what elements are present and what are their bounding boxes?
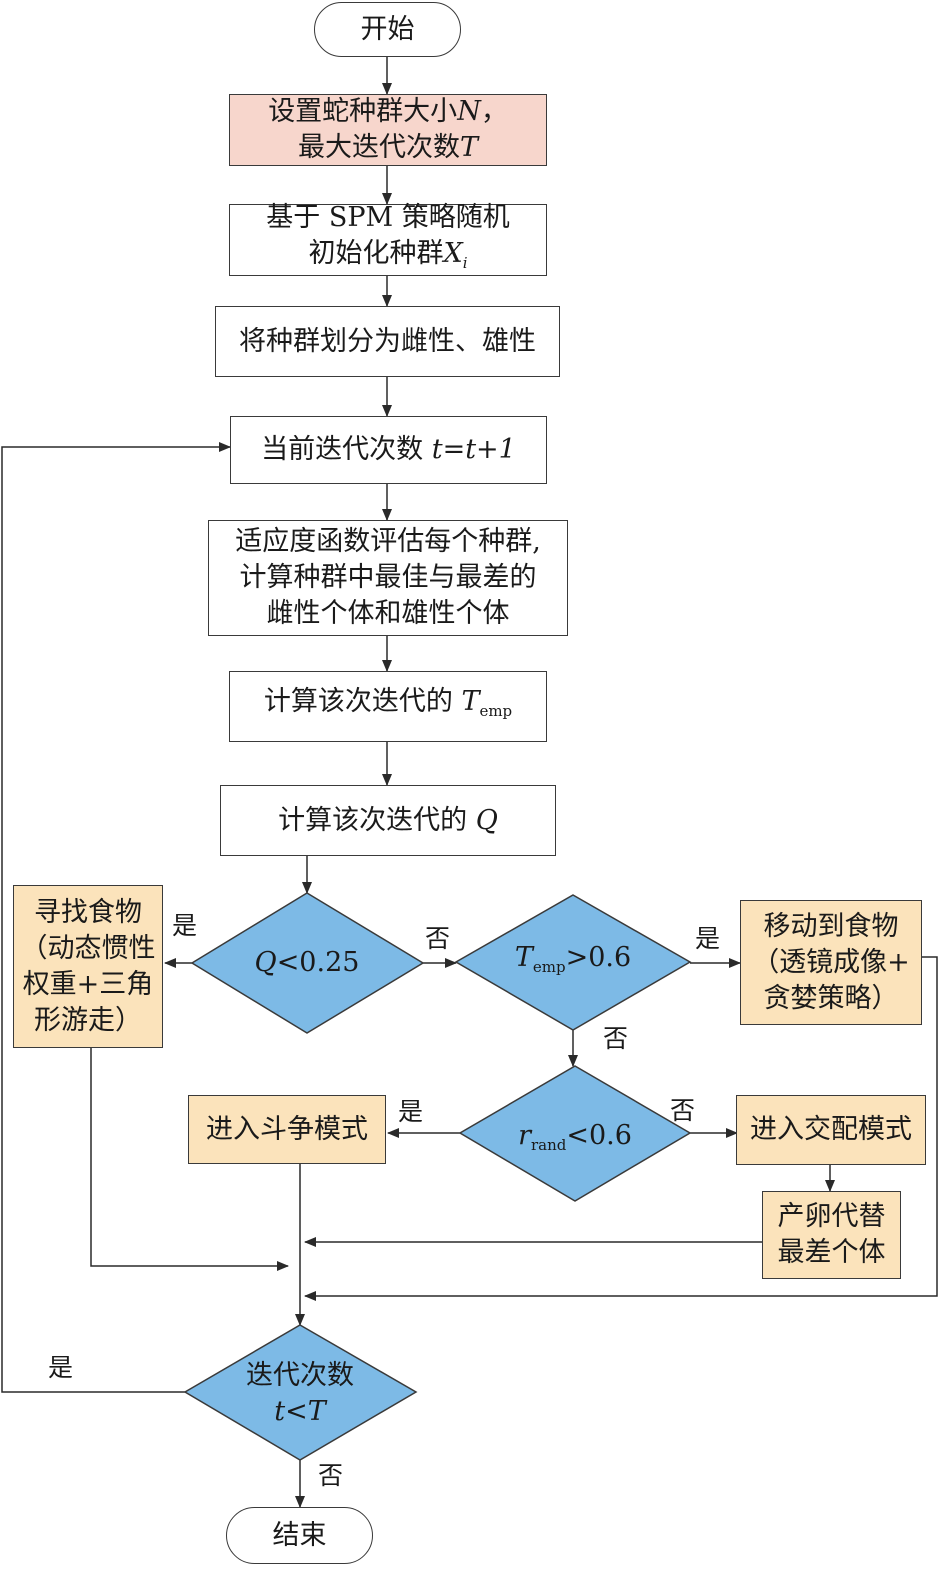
q-cond: <0.25 <box>276 947 360 978</box>
edge-food-merge <box>90 1048 289 1271</box>
move-to-food-node: 移动到食物 （透镜成像+ 贪婪策略） <box>740 900 922 1025</box>
mate-label: 进入交配模式 <box>750 1114 912 1145</box>
move-line2: （透镜成像+ <box>752 946 910 978</box>
iter-decision-cond: t<T <box>274 1396 326 1427</box>
setup-var-n: N <box>457 96 481 127</box>
egg-line1: 产卵代替 <box>777 1201 886 1232</box>
edge-move-merge <box>304 956 938 1301</box>
t-cond-var: T <box>514 941 533 973</box>
setup-comma: ， <box>480 96 508 127</box>
label-iter-no: 否 <box>318 1461 344 1490</box>
find-food-node: 寻找食物 （动态惯性 权重+三角 形游走） <box>13 885 163 1048</box>
start-node: 开始 <box>314 2 461 57</box>
label-iter-yes: 是 <box>48 1353 74 1382</box>
r-cond: <0.6 <box>566 1119 632 1151</box>
edge-loop-back <box>1 442 231 1393</box>
move-line3: 贪婪策略） <box>763 982 899 1014</box>
init-sub: i <box>462 253 468 272</box>
food-line1: 寻找食物 <box>34 896 142 928</box>
eval-line1: 适应度函数评估每个种群, <box>235 526 541 557</box>
iter-formula: t=t+1 <box>431 434 516 465</box>
fight-mode-node: 进入斗争模式 <box>188 1095 386 1164</box>
decision-iter-shape <box>183 1324 418 1461</box>
start-label: 开始 <box>360 13 415 45</box>
egg-replace-node: 产卵代替 最差个体 <box>762 1191 901 1279</box>
divide-label: 将种群划分为雌性、雄性 <box>239 325 536 357</box>
egg-line2: 最差个体 <box>777 1237 886 1268</box>
eval-line2: 计算种群中最佳与最差的 <box>239 562 537 593</box>
evaluate-node: 适应度函数评估每个种群, 计算种群中最佳与最差的 雌性个体和雄性个体 <box>208 520 568 636</box>
setup-node: 设置蛇种群大小N， 最大迭代次数T <box>229 94 547 166</box>
eval-line3: 雌性个体和雄性个体 <box>266 598 510 629</box>
decision-temp-label: Temp>0.6 <box>488 942 658 982</box>
label-t-no: 否 <box>603 1024 629 1053</box>
move-line1: 移动到食物 <box>763 910 899 942</box>
end-node: 结束 <box>226 1507 373 1564</box>
fight-label: 进入斗争模式 <box>206 1113 368 1145</box>
iter-decision-line1: 迭代次数 <box>246 1360 354 1391</box>
iter-text: 当前迭代次数 <box>261 434 424 465</box>
decision-r-label: rrand<0.6 <box>490 1120 660 1160</box>
t-cond: >0.6 <box>565 941 632 973</box>
label-r-yes: 是 <box>398 1097 424 1126</box>
food-line4: 形游走） <box>34 1004 142 1036</box>
decision-q-label: Q<0.25 <box>222 943 392 983</box>
setup-line1: 设置蛇种群大小 <box>268 96 458 127</box>
q-text: 计算该次迭代的 <box>278 804 468 836</box>
temp-text: 计算该次迭代的 <box>263 686 453 717</box>
label-q-no: 否 <box>425 924 451 953</box>
q-node: 计算该次迭代的 Q <box>220 785 556 856</box>
r-cond-sub: rand <box>530 1135 567 1154</box>
q-var: Q <box>475 804 498 836</box>
mate-mode-node: 进入交配模式 <box>736 1095 926 1165</box>
decision-r-shape <box>458 1065 692 1202</box>
init-line2: 初始化种群 <box>308 237 444 269</box>
setup-line2: 最大迭代次数 <box>297 132 460 163</box>
r-cond-var: r <box>518 1119 531 1151</box>
food-line2: （动态惯性 <box>20 932 156 964</box>
decision-q-shape <box>190 892 425 1034</box>
end-label: 结束 <box>272 1519 327 1551</box>
temp-node: 计算该次迭代的 Temp <box>229 671 547 742</box>
label-q-yes: 是 <box>172 911 198 940</box>
t-cond-sub: emp <box>532 957 566 976</box>
food-line3: 权重+三角 <box>22 968 154 1000</box>
temp-var: T <box>461 686 480 717</box>
decision-iter-label: 迭代次数 t<T <box>215 1358 385 1430</box>
temp-sub: emp <box>479 702 513 720</box>
init-line1: 基于 SPM 策略随机 <box>266 201 510 233</box>
divide-node: 将种群划分为雌性、雄性 <box>215 306 560 377</box>
q-cond-var: Q <box>254 947 277 978</box>
setup-var-t: T <box>459 132 478 163</box>
iter-counter-node: 当前迭代次数 t=t+1 <box>230 416 547 484</box>
init-node: 基于 SPM 策略随机 初始化种群Xi <box>229 202 547 276</box>
label-t-yes: 是 <box>695 924 721 953</box>
label-r-no: 否 <box>670 1096 696 1125</box>
decision-temp-shape <box>454 894 692 1031</box>
init-var: X <box>443 237 463 269</box>
